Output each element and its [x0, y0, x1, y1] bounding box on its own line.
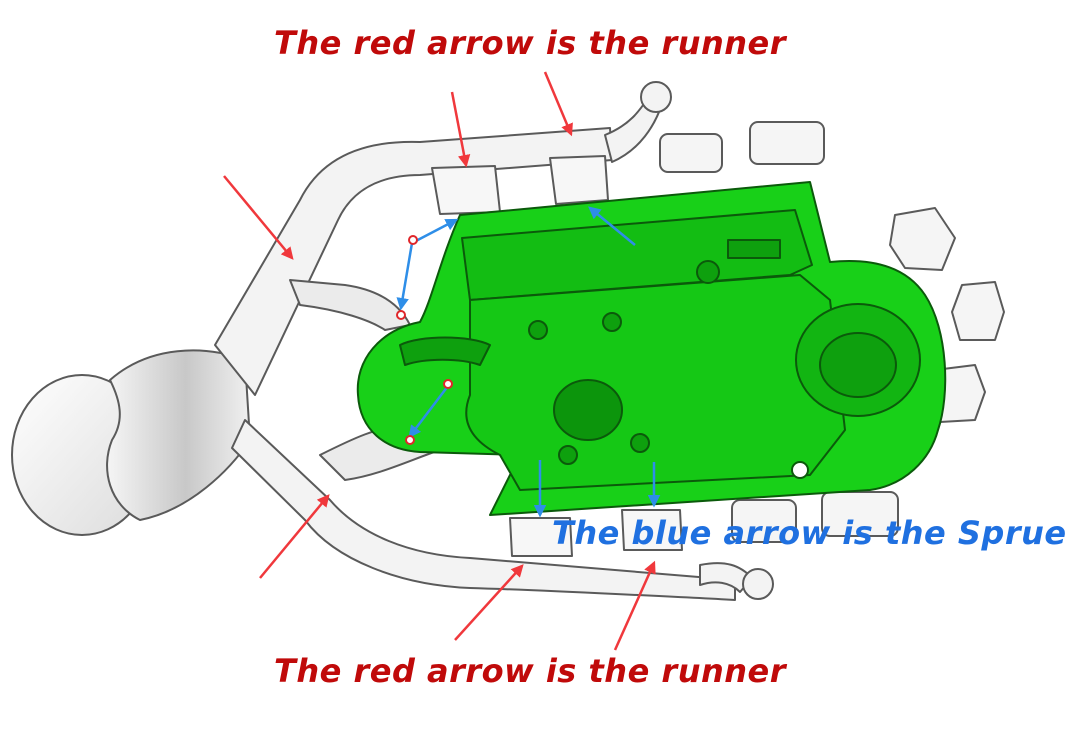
boss — [602, 312, 622, 332]
boss — [528, 320, 548, 340]
gate-point — [408, 235, 418, 245]
blue-arrow-icon — [411, 218, 459, 245]
gate-tab-top-2 — [549, 155, 609, 205]
blue-arrow-icon — [396, 242, 414, 311]
left-slot — [399, 336, 491, 366]
upper-cold-slug-end — [640, 81, 672, 113]
lower-cold-slug — [699, 562, 753, 593]
red-arrow-icon — [259, 494, 330, 579]
center-hole — [553, 379, 623, 441]
boss — [630, 433, 650, 453]
boss — [558, 445, 578, 465]
red-arrow-icon — [543, 71, 573, 137]
boss — [696, 260, 720, 284]
gate-tab-bottom-1 — [509, 517, 573, 557]
red-arrow-icon — [613, 560, 656, 651]
runner-label-top: The red arrow is the runner — [274, 24, 787, 62]
lower-runner-arm — [231, 419, 736, 601]
boss — [791, 461, 809, 479]
runner-system — [11, 81, 774, 601]
sprue-label: The blue arrow is the Sprue — [552, 514, 1067, 552]
sprue-arrows — [396, 206, 661, 518]
gate-point — [443, 379, 453, 389]
red-arrow-icon — [454, 564, 524, 641]
molded-part — [356, 181, 947, 516]
red-arrow-icon — [223, 175, 294, 260]
branch-runner-upper — [289, 279, 411, 331]
red-arrow-icon — [450, 91, 471, 168]
lower-cold-slug-end — [742, 568, 774, 600]
gate-point — [396, 310, 406, 320]
gate-point — [405, 435, 415, 445]
part-id-plate — [727, 239, 781, 259]
sprue-cup — [106, 349, 251, 521]
gate-tab-top-1 — [431, 165, 501, 215]
part-inner-wall — [461, 209, 813, 301]
runner-label-bottom: The red arrow is the runner — [274, 652, 787, 690]
blue-arrow-icon — [588, 206, 636, 246]
blue-arrow-icon — [408, 385, 449, 438]
gate-tab-bottom-2 — [621, 509, 683, 551]
runner-arrows — [223, 71, 656, 651]
round-pocket-inner — [819, 332, 897, 398]
gate-points — [396, 235, 453, 445]
part-floor — [465, 274, 846, 491]
upper-runner-arm — [214, 127, 613, 396]
